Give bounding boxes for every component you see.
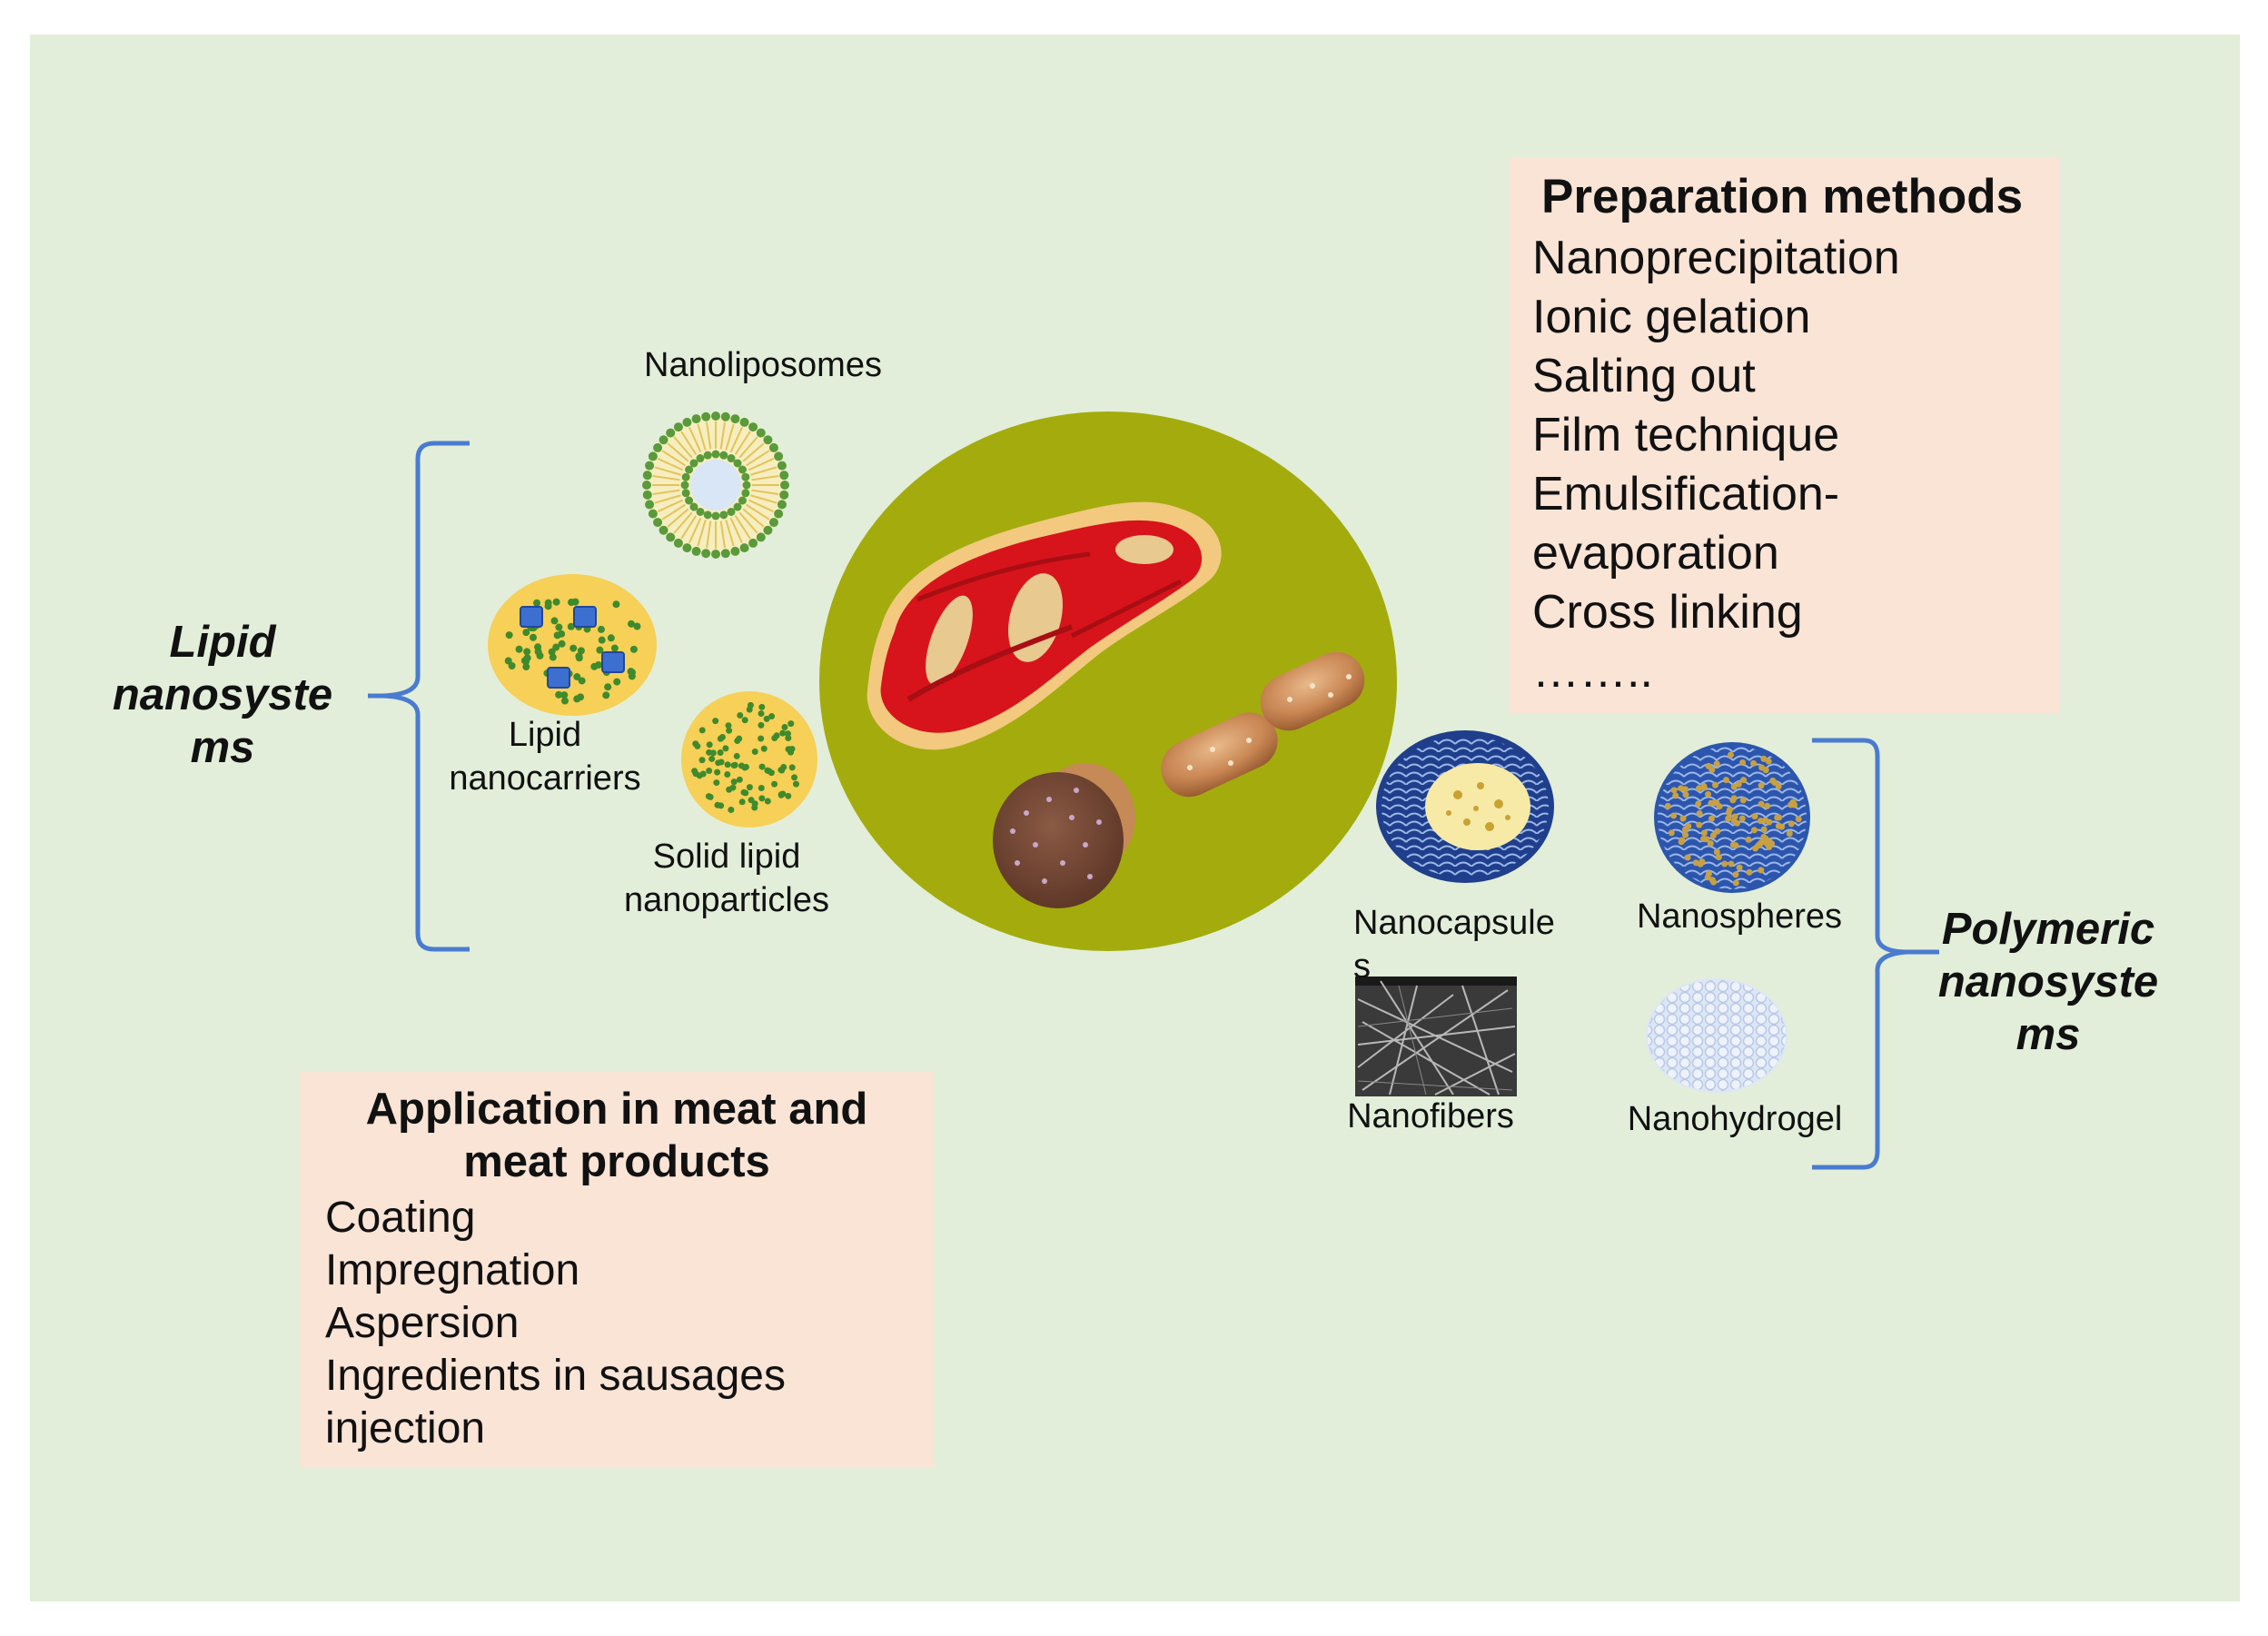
nanoliposome-icon [642, 411, 789, 559]
application-item: Impregnation [325, 1246, 580, 1294]
center-circle [819, 411, 1397, 951]
steak-icon [867, 501, 1222, 750]
nanofibers-label: Nanofibers [1347, 1097, 1514, 1135]
nanospheres-label: Nanospheres [1636, 897, 1843, 936]
preparation-methods-title: Preparation methods [1541, 170, 2024, 223]
lipid-bracket [368, 441, 470, 952]
meat-slice-icon [993, 763, 1135, 908]
application-item: Coating [325, 1194, 476, 1242]
nanocapsules-label: Nanocapsule s [1353, 904, 1555, 986]
preparation-item: Emulsification- [1532, 468, 1840, 521]
nanohydrogel-label: Nanohydrogel [1627, 1100, 1843, 1138]
application-box: Application in meat and meat products Co… [300, 1072, 934, 1467]
preparation-item: Nanoprecipitation [1532, 232, 1900, 284]
application-item: Aspersion [325, 1299, 520, 1347]
polymeric-nanosystems-title: Polymeric nanosyste ms [1937, 905, 2159, 1059]
lipid-nanocarrier-icon [488, 574, 657, 716]
application-title: Application in meat and meat products [365, 1085, 868, 1186]
application-list: Coating Impregnation Aspersion Ingredien… [325, 1192, 786, 1455]
nanofiber-micrograph [1355, 977, 1517, 1096]
nanosphere-icon [1654, 742, 1810, 893]
application-item: injection [325, 1404, 486, 1453]
preparation-methods-list: Nanoprecipitation Ionic gelation Salting… [1532, 229, 1900, 701]
nanoliposomes-label: Nanoliposomes [644, 346, 882, 384]
application-item: Ingredients in sausages [325, 1352, 786, 1400]
sausage-icon [1161, 651, 1365, 798]
preparation-methods-box: Preparation methods Nanoprecipitation Io… [1510, 158, 2060, 714]
solid-lipid-nanoparticle-icon [681, 691, 817, 828]
preparation-item: Salting out [1532, 350, 1756, 402]
preparation-item: evaporation [1532, 527, 1779, 580]
polymeric-bracket [1812, 738, 1939, 1170]
preparation-item: …….. [1532, 645, 1653, 698]
nanohydrogel-icon [1646, 978, 1788, 1093]
preparation-item: Film technique [1532, 409, 1840, 461]
preparation-item: Ionic gelation [1532, 291, 1811, 343]
solid-lipid-nanoparticles-label: Solid lipid nanoparticles [623, 838, 830, 919]
preparation-item: Cross linking [1532, 586, 1803, 639]
lipid-nanocarriers-label: Lipid nanocarriers [449, 716, 641, 798]
nanocapsule-icon [1376, 730, 1554, 883]
lipid-nanosystems-title: Lipid nanosyste ms [112, 618, 333, 772]
